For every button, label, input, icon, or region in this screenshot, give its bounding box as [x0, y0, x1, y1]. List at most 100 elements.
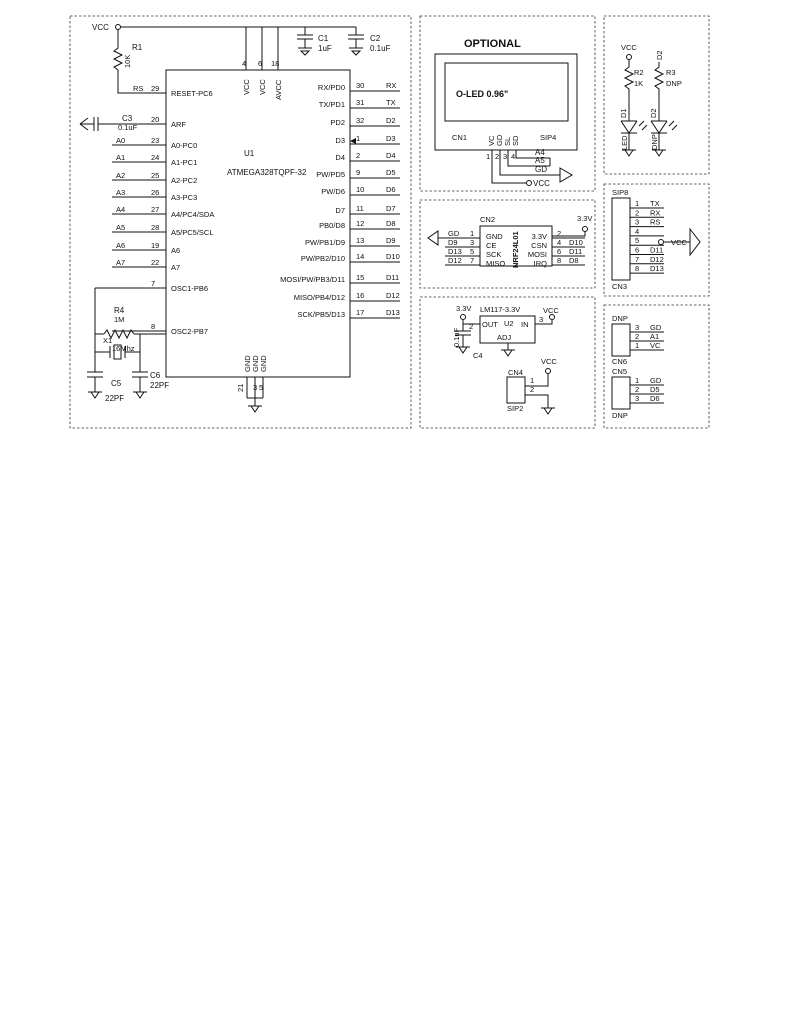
- c3-value: 0.1uF: [118, 123, 138, 132]
- c2-ref: C2: [370, 34, 381, 43]
- reg-in-net: VCC: [543, 306, 559, 315]
- mcu-section: VCC C1 1uF C2 0.1uF R1 10K C3 0.1uF U1 A…: [79, 23, 400, 413]
- nrf-right-net: D8: [569, 256, 579, 265]
- d1-net: VCC: [621, 43, 637, 52]
- r4-value: 1M: [114, 315, 124, 324]
- reg-adj-label: ADJ: [497, 333, 511, 342]
- u1-right-pin-name: PW/PB1/D9: [305, 238, 345, 247]
- reg-cap-value: 0.1uF: [452, 327, 461, 347]
- u1-left-pin-num: 7: [151, 279, 155, 288]
- nrf-right-pin-num: 6: [557, 247, 561, 256]
- oled-net: A4: [535, 148, 545, 157]
- u1-left-pin-name: A2-PC2: [171, 176, 197, 185]
- cn3-pin-net: TX: [650, 199, 660, 208]
- u1-right-net: D12: [386, 291, 400, 300]
- cn3-pin-num: 5: [635, 236, 639, 245]
- u1-top-pin-num: 18: [271, 59, 279, 68]
- u1-left-pin-name: A7: [171, 263, 180, 272]
- u1-right-pin-name: SCK/PB5/D13: [297, 310, 345, 319]
- oled-pin-name: GD: [495, 134, 504, 146]
- reg-out-terminal: [460, 314, 466, 320]
- u1-right-net: D6: [386, 185, 396, 194]
- u1-right-pin-num: 30: [356, 81, 364, 90]
- u1-right-net: D4: [386, 151, 396, 160]
- cn3-sip: SIP8: [612, 188, 628, 197]
- u1-right-pin-num: 32: [356, 116, 364, 125]
- d2-res-value: DNP: [666, 79, 682, 88]
- nrf-right-pin-num: 4: [557, 238, 561, 247]
- oled-title: O-LED 0.96": [456, 89, 508, 99]
- c2-value: 0.1uF: [370, 44, 391, 53]
- nrf-right-net: D11: [569, 247, 582, 256]
- u1-top-pin-name: AVCC: [274, 79, 283, 100]
- u1-right-net: D7: [386, 204, 396, 213]
- crystal-x1: [113, 344, 122, 360]
- u1-left-pin-num: 20: [151, 115, 159, 124]
- cn6-pin-num: 3: [635, 323, 639, 332]
- u1-bottom-pin-name: GND: [243, 355, 252, 372]
- u1-left-pin-name: OSC2-PB7: [171, 327, 208, 336]
- d1-ref: D1: [619, 108, 628, 118]
- frame-oled: [419, 15, 596, 192]
- d1-vcc-terminal: [626, 54, 632, 60]
- u1-left-pin-num: 26: [151, 188, 159, 197]
- d1-res-ref: R2: [634, 68, 644, 77]
- u1-right-pin-num: 31: [356, 98, 364, 107]
- u1-right-pin-num: 2: [356, 151, 360, 160]
- nrf-left-net: GD: [448, 229, 460, 238]
- oled-pin-name: VC: [487, 135, 496, 146]
- u1-right-pin-num: 16: [356, 291, 364, 300]
- u1-right-net: RX: [386, 81, 396, 90]
- u1-right-net: D13: [386, 308, 400, 317]
- cn5-pin-net: D5: [650, 385, 660, 394]
- u1-right-net: TX: [386, 98, 396, 107]
- nrf-supply: 3.3V: [577, 214, 592, 223]
- d2-label: DNP: [650, 134, 659, 150]
- u1-right-net: D9: [386, 236, 396, 245]
- u1-left-pin-num: 8: [151, 322, 155, 331]
- u1-top-pin-name: VCC: [258, 79, 267, 95]
- u1-right-pin-name: PW/PB2/D10: [301, 254, 345, 263]
- cn3-pin-net: D11: [650, 246, 663, 255]
- u1-left-pin-name: A5/PC5/SCL: [171, 228, 214, 237]
- cn4-sub: SIP2: [507, 404, 523, 413]
- u1-left-pin-num: 19: [151, 241, 159, 250]
- oled-screen: [444, 62, 569, 122]
- cn5-bottom: DNP: [612, 411, 628, 420]
- c6-value: 22PF: [150, 381, 169, 390]
- c3-ref: C3: [122, 114, 133, 123]
- oled-pin-num: 2: [495, 152, 499, 161]
- u1-left-pin-num: 29: [151, 84, 159, 93]
- u1-right-pin-num: 15: [356, 273, 364, 282]
- cn5-pin-net: D6: [650, 394, 660, 403]
- u1-right-net: D2: [386, 116, 396, 125]
- u1-left-pin-name: ARF: [171, 120, 186, 129]
- cn6-pin-num: 2: [635, 332, 639, 341]
- u1-top-pin-name: VCC: [242, 79, 251, 95]
- u1-left-pin-name: A3-PC3: [171, 193, 197, 202]
- u1-left-pin-num: 28: [151, 223, 159, 232]
- cn3-vcc: VCC: [671, 238, 687, 247]
- d2-ref: D2: [649, 108, 658, 118]
- u1-right-pin-name: PW/D6: [321, 187, 345, 196]
- vcc-terminal: [115, 24, 121, 30]
- cn3-pin-num: 6: [635, 246, 639, 255]
- u1-bottom-pin-name: GND: [251, 355, 260, 372]
- cn4-body: [506, 376, 526, 404]
- u1-left-pin-num: 24: [151, 153, 159, 162]
- u1-right-net: D10: [386, 252, 400, 261]
- cn4-pin: 2: [530, 385, 534, 394]
- u1-left-net: A4: [116, 205, 125, 214]
- regulator-section: LM117-3.3V U2 OUT IN ADJ 3.3V 2 0.1uF C4…: [452, 304, 559, 415]
- u1-left-net: A7: [116, 258, 125, 267]
- u1-right-pin-name: D3: [335, 136, 345, 145]
- nrf-left-pin-name: MISO: [486, 259, 505, 268]
- d2-res-ref: R3: [666, 68, 676, 77]
- u1-left-pin-num: 22: [151, 258, 159, 267]
- nrf-part: NRF24L01: [511, 231, 520, 268]
- cn5-pin-num: 2: [635, 385, 639, 394]
